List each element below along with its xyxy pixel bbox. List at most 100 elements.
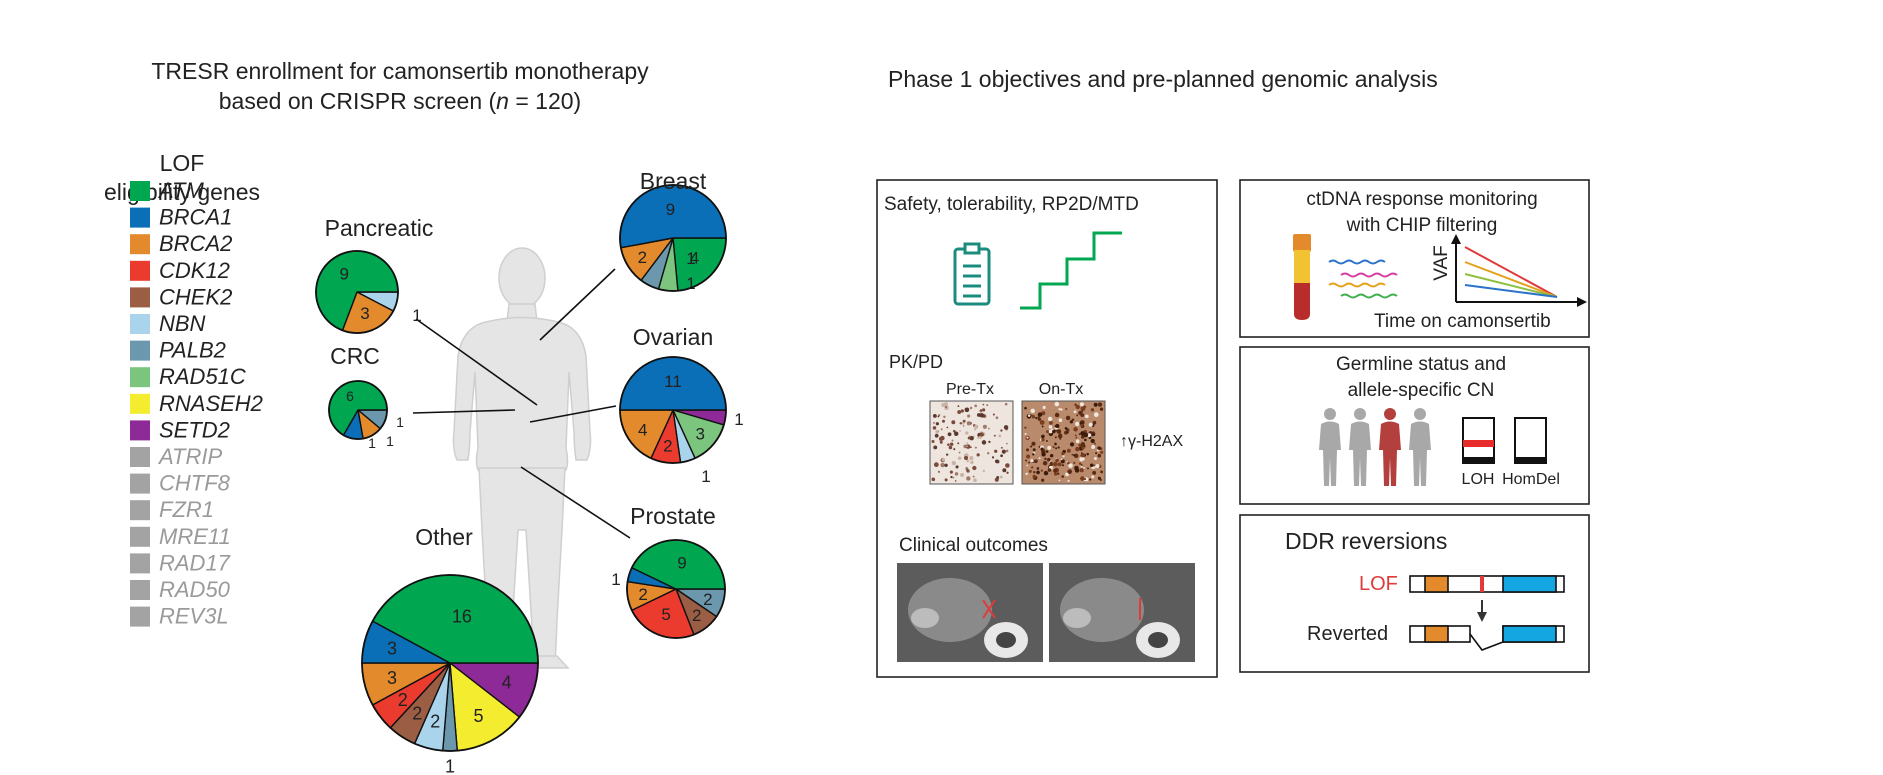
pie-slice-label: 9: [666, 200, 675, 219]
pie-slice-label: 2: [703, 590, 712, 609]
pie-slice-label: 4: [502, 673, 512, 693]
pie-slice-label: 1: [611, 570, 620, 589]
loh-chromosome-icon: [1462, 417, 1495, 464]
lof-label: LOF: [1359, 573, 1398, 595]
pie-slice-label: 2: [663, 437, 672, 456]
legend-label-rev3l: REV3L: [159, 604, 229, 629]
pie-slice-label: 9: [677, 554, 686, 573]
pie-slice-label: 3: [387, 639, 397, 659]
person-icon: [1349, 408, 1371, 486]
pie-slice-label: 1: [686, 274, 695, 293]
pie-slice-label: 2: [638, 585, 647, 604]
pie-title-other: Other: [415, 524, 473, 550]
legend-swatch-mre11: [130, 526, 150, 547]
legend-swatch-atrip: [130, 447, 150, 467]
pie-slice-label: 1: [396, 414, 404, 430]
lof-gene-track: [1409, 575, 1565, 593]
pre-tx-histology-image: [929, 400, 1014, 485]
legend-swatch-rad17: [130, 553, 150, 574]
pie-slice-label: 3: [696, 425, 705, 444]
safety-label: Safety, tolerability, RP2D/MTD: [884, 194, 1139, 215]
on-tx-label: On-Tx: [1039, 381, 1083, 398]
pie-ovarian: 1 3 1 24 11: [619, 356, 744, 486]
pie-slice-label: 1: [734, 410, 743, 429]
pie-slice-label: 3: [387, 668, 397, 688]
legend-swatch-rev3l: [130, 606, 150, 627]
legend-swatch-chek2: [130, 287, 150, 308]
pie-slice-label: 4: [638, 420, 647, 439]
pie-slice-label: 5: [473, 706, 483, 726]
clinical-outcomes-label: Clinical outcomes: [899, 535, 1048, 556]
clipboard-icon: [953, 242, 991, 306]
legend-swatch-nbn: [130, 314, 150, 334]
legend-label-palb2: PALB2: [159, 338, 226, 363]
pie-slice-label: 2: [430, 711, 440, 731]
pie-pancreatic: 139: [315, 250, 422, 334]
legend-label-brca1: BRCA1: [159, 205, 232, 230]
pie-title-pancreatic: Pancreatic: [325, 215, 434, 241]
legend-label-nbn: NBN: [159, 311, 206, 336]
legend-label-rad51c: RAD51C: [159, 364, 246, 389]
pie-slice-label: 2: [398, 690, 408, 710]
legend-swatch-rad50: [130, 580, 150, 600]
homdel-chromosome-icon: [1514, 417, 1547, 464]
right-title: Phase 1 objectives and pre-planned genom…: [888, 66, 1438, 92]
person-icon: [1409, 408, 1431, 486]
left-title-line2: based on CRISPR screen (n = 120): [219, 88, 581, 114]
gene-legend: ATMBRCA1BRCA2CDK12CHEK2NBNPALB2RAD51CRNA…: [130, 178, 263, 629]
pie-slice-label: 16: [452, 606, 472, 626]
legend-label-atrip: ATRIP: [157, 444, 222, 469]
vaf-axis-label: VAF: [1431, 245, 1452, 281]
pre-tx-staining-dots: [931, 402, 1010, 483]
affected-person-icon: [1379, 408, 1401, 486]
legend-label-rnaseh2: RNASEH2: [159, 391, 263, 416]
legend-label-cdk12: CDK12: [159, 258, 230, 283]
germline-box: [1239, 346, 1590, 505]
legend-label-brca2: BRCA2: [159, 231, 232, 256]
vaf-decline-chart-icon: [1451, 234, 1587, 307]
legend-label-atm: ATM: [157, 178, 204, 203]
people-icons: [1319, 408, 1431, 486]
legend-heading-line1: LOF: [160, 150, 205, 176]
pie-slice-label: 1: [701, 467, 710, 486]
pie-title-prostate: Prostate: [630, 503, 716, 529]
loh-label: LOH: [1462, 471, 1495, 488]
reverted-label: Reverted: [1307, 623, 1388, 645]
legend-swatch-rad51c: [130, 367, 150, 388]
pkpd-label: PK/PD: [889, 352, 943, 372]
gamma-h2ax-label: ↑γ-H2AX: [1120, 433, 1183, 450]
ct-scan-image-2: [1049, 563, 1195, 662]
left-title-line1: TRESR enrollment for camonsertib monothe…: [151, 58, 649, 84]
ctdna-title-line2: with CHIP filtering: [1346, 215, 1498, 236]
pre-tx-label: Pre-Tx: [946, 381, 994, 398]
reverted-gene-track: [1409, 625, 1565, 651]
legend-label-rad17: RAD17: [159, 550, 231, 575]
pie-slice-label: 1: [412, 306, 421, 325]
pie-slice-label: 1: [686, 249, 695, 268]
pie-slice-label: 11: [664, 372, 682, 391]
pie-slice-label: 9: [339, 264, 348, 283]
legend-swatch-chtf8: [130, 473, 150, 494]
germline-title-line1: Germline status and: [1336, 354, 1506, 375]
pie-slice-label: 2: [692, 606, 701, 625]
pie-slice-label: 4: [690, 249, 699, 268]
blood-tube-icon: [1293, 234, 1311, 320]
pie-slice-label: 1: [386, 433, 394, 449]
pie-title-crc: CRC: [330, 343, 380, 369]
pie-slice-label: 2: [412, 703, 422, 723]
dose-escalation-staircase-icon: [1020, 231, 1122, 310]
legend-swatch-atm: [130, 181, 150, 201]
ct-scan-image-1: [897, 563, 1043, 662]
pie-title-breast: Breast: [640, 168, 707, 194]
legend-swatch-setd2: [130, 420, 150, 441]
person-icon: [1319, 408, 1341, 486]
pie-title-ovarian: Ovarian: [633, 324, 714, 350]
down-arrow-icon: [1477, 600, 1487, 622]
dna-strands-icon: [1328, 259, 1398, 299]
legend-swatch-brca2: [130, 234, 150, 255]
legend-label-mre11: MRE11: [159, 524, 231, 549]
